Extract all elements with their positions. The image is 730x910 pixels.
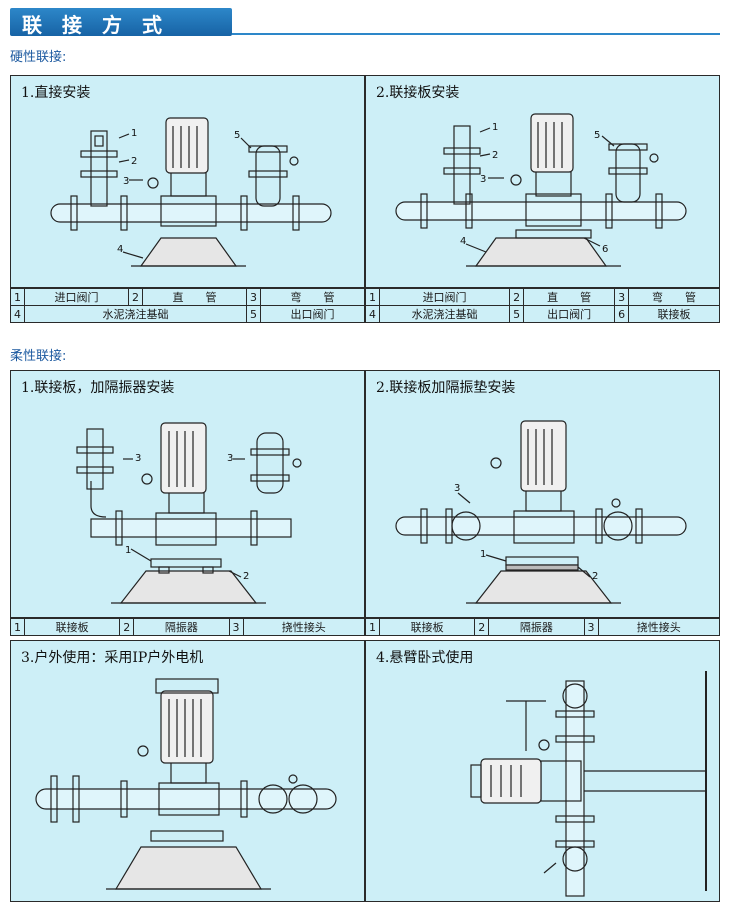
- panel-rigid-direct: 1.直接安装: [10, 75, 365, 288]
- callout-2: 2: [243, 571, 249, 582]
- pump-diagram-isolator: 1 2 3 3: [76, 422, 302, 604]
- callout-2: 2: [592, 571, 598, 582]
- panel-cantilever: 4.悬臂卧式使用: [365, 640, 720, 902]
- callout-4: 4: [460, 236, 466, 247]
- section-heading-flexible: 柔性联接:: [10, 349, 67, 364]
- panel-title: 2.联接板加隔振垫安装: [376, 380, 516, 396]
- callout-3: 3: [135, 453, 141, 464]
- header-banner: 联接方式: [10, 8, 232, 37]
- panel-flex-pad: 2.联接板加隔振垫安装 3 1 2: [365, 370, 720, 618]
- concrete-foundation: [139, 237, 238, 267]
- legend-flex-pad: 1 联接板 2 隔振器 3 挠性接头: [365, 618, 721, 636]
- page-title: 联接方式: [22, 13, 182, 37]
- callout-3: 3: [123, 176, 129, 187]
- pump-diagram-direct: 1 2 3 4 5: [50, 117, 332, 267]
- callout-3b: 3: [227, 453, 233, 464]
- callout-1: 1: [480, 549, 486, 560]
- callout-6: 6: [602, 244, 608, 255]
- callout-1: 1: [125, 545, 131, 556]
- pump-diagram-cantilever: [470, 671, 707, 897]
- panel-rigid-plate: 2.联接板安装 1 2 3: [365, 75, 720, 288]
- pump-diagram-pad: 3 1 2: [395, 420, 687, 604]
- callout-1: 1: [131, 128, 137, 139]
- callout-2: 2: [492, 150, 498, 161]
- motor: [165, 117, 209, 174]
- callout-4: 4: [117, 244, 123, 255]
- callout-5: 5: [234, 130, 240, 141]
- header-rule: [232, 33, 720, 35]
- pump-diagram-outdoor: [35, 678, 337, 890]
- panel-title: 1.直接安装: [21, 85, 91, 101]
- callout-3: 3: [480, 174, 486, 185]
- callout-3: 3: [454, 483, 460, 494]
- callout-1: 1: [492, 122, 498, 133]
- panel-flex-isolator: 1.联接板，加隔振器安装 1 2 3: [10, 370, 365, 618]
- legend-rigid-direct: 1 进口阀门 2 直 管 3 弯 管 4 水泥浇注基础 5 出口阀门: [10, 288, 365, 323]
- panel-title: 1.联接板，加隔振器安装: [21, 380, 175, 396]
- legend-flex-isolator: 1 联接板 2 隔振器 3 挠性接头: [10, 618, 366, 636]
- panel-title: 4.悬臂卧式使用: [376, 650, 474, 666]
- panel-title: 3.户外使用：采用IP户外电机: [21, 650, 204, 666]
- section-heading-rigid: 硬性联接:: [10, 50, 67, 65]
- panel-outdoor: 3.户外使用：采用IP户外电机: [10, 640, 365, 902]
- main-pipe: [50, 203, 332, 223]
- callout-5: 5: [594, 130, 600, 141]
- connection-plate: [515, 229, 592, 239]
- callout-2: 2: [131, 156, 137, 167]
- legend-rigid-plate: 1 进口阀门 2 直 管 3 弯 管 4 水泥浇注基础 5 出口阀门 6 联接板: [365, 288, 720, 323]
- panel-title: 2.联接板安装: [376, 85, 460, 101]
- pump-diagram-plate: 1 2 3 4 5 6: [395, 113, 687, 267]
